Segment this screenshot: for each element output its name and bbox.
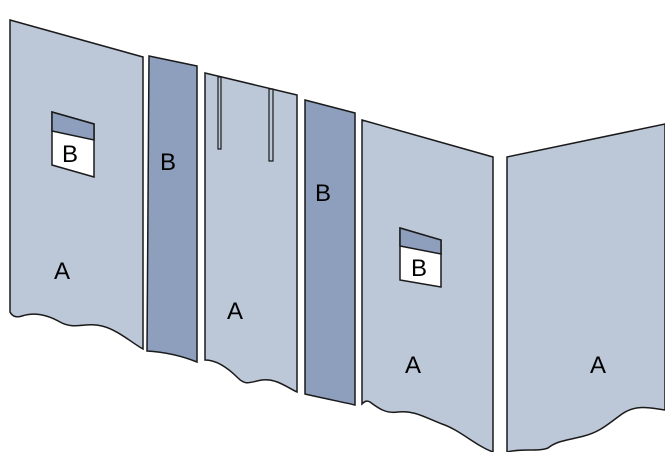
panel-3-label: A [227, 298, 243, 325]
panel-2: B [146, 55, 198, 364]
panel-2-shape [146, 55, 198, 364]
panel-6-label: A [590, 352, 606, 379]
panel-5-inset-label: B [411, 255, 427, 282]
panel-3-slit-left [217, 76, 222, 150]
panel-3-shape [204, 72, 298, 394]
panel-6: A [506, 123, 665, 452]
panel-1-inset: B [51, 111, 95, 178]
panel-5-shape [361, 119, 494, 452]
panel-1-label: A [54, 258, 70, 285]
panel-6-shape [506, 123, 665, 452]
panel-1-shape [9, 19, 144, 351]
panel-1-inset-label: B [62, 141, 78, 168]
panel-5: B A [361, 119, 494, 452]
panel-3: A [204, 72, 298, 394]
panel-5-label: A [405, 352, 421, 379]
panel-2-label: B [160, 149, 176, 176]
panel-1: B A [9, 19, 144, 351]
panel-3-slit-right [268, 88, 274, 162]
panel-4: B [304, 99, 356, 406]
panel-1-inset-band [51, 111, 95, 141]
panel-4-shape [304, 99, 356, 406]
panel-5-inset-band [399, 226, 442, 255]
panel-4-label: B [315, 180, 331, 207]
panel-5-inset: B [399, 226, 442, 288]
